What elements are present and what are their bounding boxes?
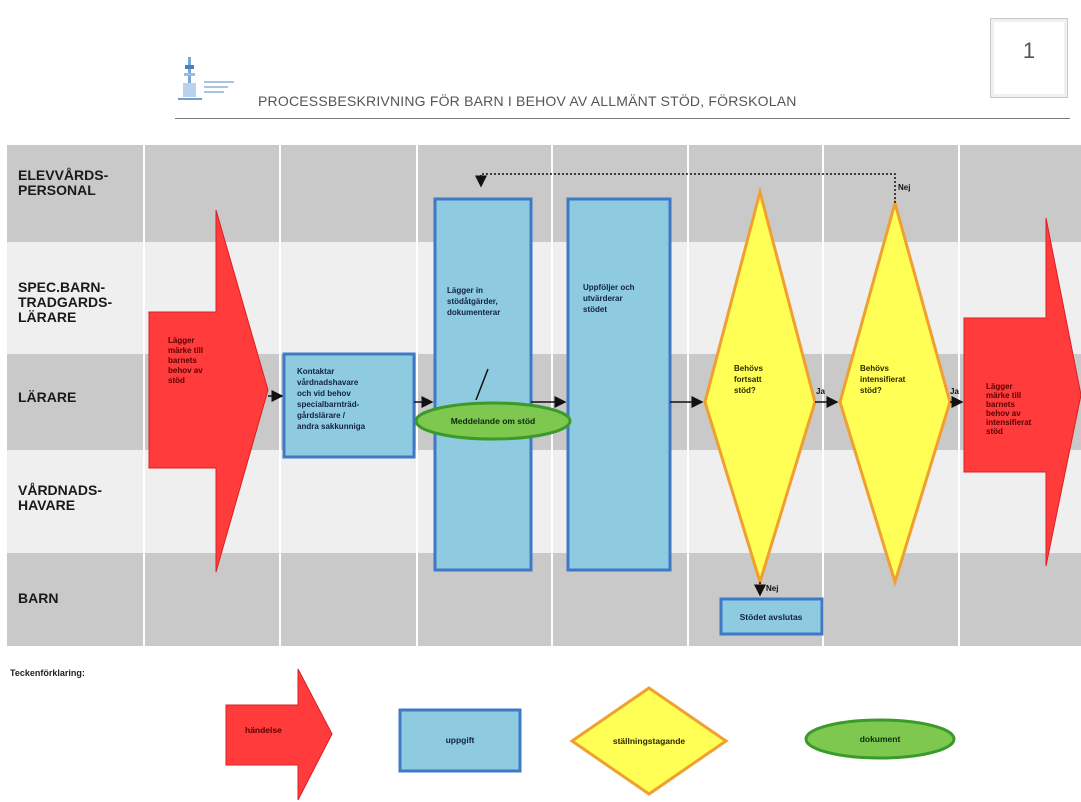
- svg-text:Stödet avslutas: Stödet avslutas: [740, 612, 803, 622]
- svg-text:Kontaktar vårdnadshavare: Kontaktar vårdnadshavare och vid behov s…: [297, 367, 366, 431]
- task-end-support: Stödet avslutas: [719, 597, 824, 636]
- legend-decision-diamond: ställningstagande: [569, 686, 729, 796]
- svg-text:ställningstagande: ställningstagande: [613, 736, 686, 746]
- legend-title: Teckenförklaring:: [10, 668, 85, 678]
- lighthouse-logo-icon: [178, 57, 234, 100]
- edge-label-ja-1: Ja: [816, 387, 825, 396]
- svg-text:dokument: dokument: [860, 734, 901, 744]
- svg-text:Meddelande om stöd: Meddelande om stöd: [451, 416, 536, 426]
- flow-intensified-no-loop: [475, 173, 896, 203]
- page-number-box: [990, 18, 1068, 98]
- document-notice: Meddelande om stöd: [414, 401, 572, 441]
- svg-text:Behövs intensifierat: Behövs intensifierat stöd?: [860, 364, 908, 395]
- svg-text:händelse: händelse: [245, 725, 282, 735]
- lane-label-barn: BARN: [18, 590, 58, 606]
- lane-label-specbarn: SPEC.BARN- TRADGARDS- LÄRARE: [18, 279, 116, 325]
- edge-label-nej-1: Nej: [898, 183, 910, 192]
- lane-band-elevvard: [7, 145, 1081, 242]
- lane-label-elevvard: ELEVVÅRDS- PERSONAL: [18, 167, 112, 198]
- page-title: PROCESSBESKRIVNING FÖR BARN I BEHOV AV A…: [258, 93, 797, 109]
- document-connector-line: [475, 368, 489, 401]
- legend-event-arrow: händelse: [225, 668, 333, 801]
- lane-band-barn: [7, 553, 1081, 646]
- svg-text:uppgift: uppgift: [446, 735, 475, 745]
- svg-text:Lägger märke till: Lägger märke till barnets behov av inten…: [986, 382, 1034, 436]
- lane-label-vardnad: VÅRDNADS- HAVARE: [18, 482, 106, 513]
- task-follow-up: Uppföljer och utvärderar stödet: [566, 197, 672, 572]
- task-contact-guardians: Kontaktar vårdnadshavare och vid behov s…: [282, 352, 416, 459]
- edge-label-ja-2: Ja: [950, 387, 959, 396]
- legend-task-rectangle: uppgift: [398, 708, 522, 773]
- svg-text:Lägger in stödåtgärder,: Lägger in stödåtgärder, dokumenterar: [447, 286, 500, 317]
- svg-text:Lägger märke till: Lägger märke till barnets behov av stöd: [168, 336, 205, 385]
- lane-label-larare: LÄRARE: [18, 389, 76, 405]
- svg-text:Uppföljer och utvärderar: Uppföljer och utvärderar stödet: [583, 283, 637, 314]
- edge-label-nej-2: Nej: [766, 584, 778, 593]
- start-event-arrow: Lägger märke till barnets behov av stöd: [148, 209, 269, 573]
- decision-intensified-support: Behövs intensifierat stöd?: [838, 197, 952, 588]
- task-add-measures: Lägger in stödåtgärder, dokumenterar: [433, 197, 533, 572]
- legend: händelse uppgift ställningstagande dokum…: [225, 668, 956, 801]
- legend-document-ellipse: dokument: [804, 718, 956, 760]
- svg-text:Behövs fortsatt st: Behövs fortsatt stöd?: [734, 364, 765, 395]
- end-event-arrow: Lägger märke till barnets behov av inten…: [963, 217, 1081, 567]
- title-divider: [175, 118, 1070, 119]
- flow-connectors: [268, 173, 964, 597]
- page-number: 1: [1022, 38, 1036, 63]
